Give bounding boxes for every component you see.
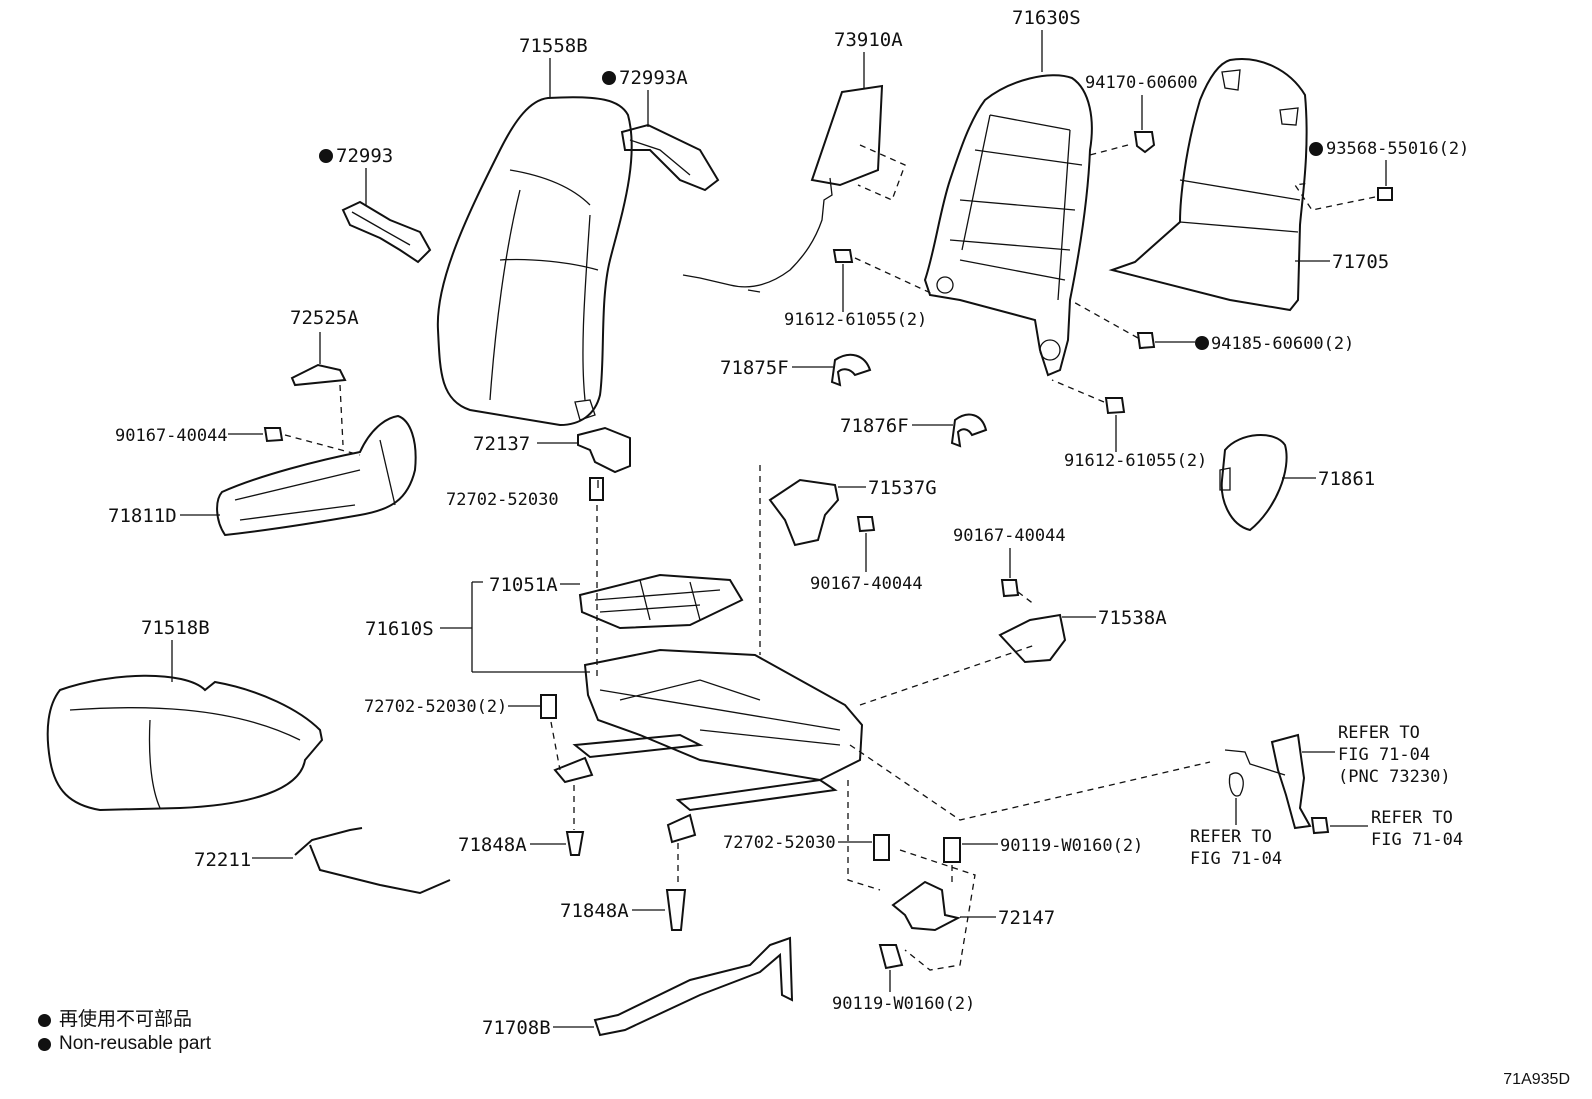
shield-71537G (768, 478, 840, 547)
label-71630S: 71630S (1012, 7, 1081, 29)
spring-71051A (578, 573, 744, 630)
label-90119b: 90119-W0160(2) (832, 994, 975, 1014)
screw-90167-left (263, 427, 284, 443)
label-91612b: 91612-61055(2) (1064, 451, 1207, 471)
bolt-91612-lower (1104, 397, 1126, 415)
bullet-icon (38, 1013, 51, 1027)
label-91612a: 91612-61055(2) (784, 310, 927, 330)
screw-93568 (1377, 187, 1393, 201)
screw-72702-left (540, 694, 557, 719)
label-90167a: 90167-40044 (115, 426, 228, 446)
refer3-line2: FIG 71-04 (1371, 830, 1463, 850)
legend-row-jp: 再使用不可部品 (38, 1008, 211, 1032)
figure-code: 71A935D (1503, 1071, 1570, 1088)
label-72702c: 72702-52030 (723, 833, 836, 853)
label-71848Ab: 71848A (560, 900, 629, 922)
legend-row-en: Non-reusable part (38, 1032, 211, 1056)
label-71051A: 71051A (489, 574, 558, 596)
label-71875F: 71875F (720, 357, 789, 379)
label-71518B: 71518B (141, 617, 210, 639)
lever-71708B (593, 936, 794, 1037)
label-90167c: 90167-40044 (953, 526, 1066, 546)
label-90167b: 90167-40044 (810, 574, 923, 594)
knob-72525A (290, 363, 347, 387)
bolt-90119-lower (878, 944, 904, 970)
label-71610S: 71610S (365, 618, 434, 640)
wire-72211 (294, 827, 451, 895)
screw-72702-top (589, 477, 604, 501)
bolt-90119-upper (943, 837, 961, 863)
part-72993A (620, 123, 720, 192)
seatback-board-71705 (1108, 58, 1308, 312)
airbag-73910A (682, 84, 884, 293)
refer1-line3: (PNC 73230) (1338, 767, 1451, 787)
label-71848Aa: 71848A (458, 834, 527, 856)
bracket-72137 (577, 426, 631, 474)
refer1-line1: REFER TO (1338, 723, 1420, 743)
bullet-icon (38, 1037, 51, 1051)
label-71537G: 71537G (868, 477, 937, 499)
cover-71875F (830, 353, 872, 387)
nut-94185 (1136, 332, 1156, 350)
cover-71861 (1219, 433, 1288, 532)
seatback-frame-71630S (923, 74, 1093, 377)
seatbelt-buckle (1224, 733, 1330, 835)
shield-71538A (998, 613, 1067, 664)
label-94185: 94185-60600(2) (1211, 334, 1354, 354)
label-93568: 93568-55016(2) (1326, 139, 1469, 159)
seat-cushion-71518B (46, 674, 324, 812)
label-72993: 72993 (336, 145, 393, 167)
label-71538A: 71538A (1098, 607, 1167, 629)
screw-90167-right (1000, 579, 1020, 598)
label-72211: 72211 (194, 849, 251, 871)
label-94170: 94170-60600 (1085, 73, 1198, 93)
bolt-91612-upper (832, 249, 854, 263)
legend-text-en: Non-reusable part (59, 1033, 212, 1054)
label-71708B: 71708B (482, 1017, 551, 1039)
refer2-line2: FIG 71-04 (1190, 849, 1282, 869)
refer2-line1: REFER TO (1190, 827, 1272, 847)
legend-text-jp: 再使用不可部品 (59, 1009, 193, 1030)
label-72137: 72137 (473, 433, 530, 455)
label-72702b: 72702-52030(2) (364, 697, 507, 717)
seat-frame-71610S (553, 648, 864, 844)
shield-71811D (216, 414, 417, 537)
part-72993 (341, 200, 432, 264)
screw-72702-lower (873, 834, 890, 861)
label-71811D: 71811D (108, 505, 177, 527)
refer1-line2: FIG 71-04 (1338, 745, 1430, 765)
clip-94170 (1133, 131, 1156, 154)
bracket-72147 (891, 880, 961, 932)
label-90119a: 90119-W0160(2) (1000, 836, 1143, 856)
label-71558B: 71558B (519, 35, 588, 57)
refer3-line1: REFER TO (1371, 808, 1453, 828)
label-71876F: 71876F (840, 415, 909, 437)
cover-71876F (950, 413, 988, 448)
label-72147: 72147 (998, 907, 1055, 929)
label-72993A: 72993A (619, 67, 688, 89)
label-71861: 71861 (1318, 468, 1375, 490)
seatback-cover-71558B (436, 96, 633, 427)
screw-90167-mid (856, 516, 876, 533)
pin-71848A-lower (665, 889, 687, 931)
label-73910A: 73910A (834, 29, 903, 51)
label-72702a: 72702-52030 (446, 490, 559, 510)
legend: 再使用不可部品 Non-reusable part (38, 1008, 211, 1056)
pin-71848A-upper (565, 831, 585, 856)
label-72525A: 72525A (290, 307, 359, 329)
label-71705: 71705 (1332, 251, 1389, 273)
